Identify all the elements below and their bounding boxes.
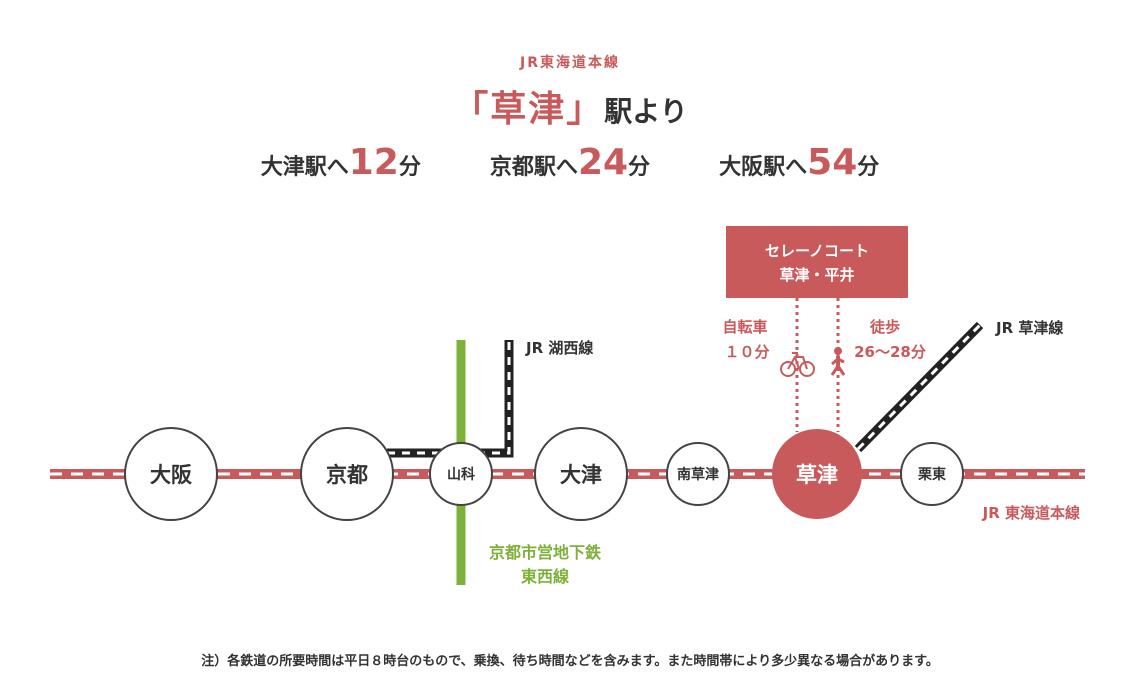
travel-time-label: 大津駅へ <box>260 155 349 180</box>
travel-time-unit: 分 <box>857 155 880 180</box>
travel-time-otsu: 大津駅へ12分 <box>261 142 421 183</box>
travel-times: 大津駅へ12分 京都駅へ24分 大阪駅へ54分 <box>0 142 1140 183</box>
travel-time-minutes: 54 <box>807 142 858 183</box>
subway-line-label-2: 東西線 <box>521 567 569 586</box>
bicycle-label: 自転車 <box>722 318 767 336</box>
station-kyoto-label: 京都 <box>326 463 368 487</box>
travel-time-label: 大阪駅へ <box>719 155 808 180</box>
kosei-line-label: JR 湖西線 <box>525 339 593 357</box>
travel-time-unit: 分 <box>398 155 421 180</box>
station-yamashina-label: 山科 <box>447 466 475 483</box>
walking-person-icon <box>830 347 846 376</box>
property-name: セレーノコート <box>765 242 869 260</box>
station-kyoto: 京都 <box>300 427 394 521</box>
station-otsu-label: 大津 <box>560 463 602 487</box>
station-kusatsu-label: 草津 <box>796 463 838 487</box>
property-box <box>726 226 908 298</box>
subway-line-label-1: 京都市営地下鉄 <box>489 543 601 562</box>
travel-time-minutes: 24 <box>577 142 629 183</box>
travel-time-minutes: 12 <box>348 142 399 183</box>
footnote: 注）各鉄道の所要時間は平日８時台のもので、乗換、待ち時間などを含みます。また時間… <box>201 654 939 669</box>
header-line-name: JR東海道本線 <box>520 55 620 71</box>
property-location: 草津・平井 <box>779 266 854 284</box>
travel-time-kyoto: 京都駅へ24分 <box>490 142 650 183</box>
travel-time-unit: 分 <box>628 155 651 180</box>
kosei-line <box>387 340 514 458</box>
travel-time-label: 京都駅へ <box>489 155 578 180</box>
bicycle-time: １０分 <box>724 343 769 361</box>
station-yamashina: 山科 <box>429 442 493 506</box>
station-osaka: 大阪 <box>124 427 218 521</box>
travel-time-osaka: 大阪駅へ54分 <box>719 142 879 183</box>
station-minami-kusatsu-label: 南草津 <box>677 466 719 483</box>
station-rittou: 栗東 <box>900 442 964 506</box>
title-station: 「草津」 <box>452 89 605 130</box>
station-minami-kusatsu: 南草津 <box>666 442 730 506</box>
station-osaka-label: 大阪 <box>150 463 193 487</box>
kusatsu-line-label: JR 草津線 <box>995 319 1063 337</box>
walk-time: 26〜28分 <box>854 343 926 361</box>
title-suffix: 駅より <box>604 95 688 128</box>
kusatsu-line <box>854 321 984 453</box>
bicycle-icon <box>780 352 815 377</box>
tokaido-line-label: JR 東海道本線 <box>982 504 1080 522</box>
page-title: 「草津」駅より <box>0 80 1140 132</box>
station-otsu: 大津 <box>534 427 628 521</box>
station-rittou-label: 栗東 <box>918 466 946 483</box>
station-kusatsu: 草津 <box>772 429 862 519</box>
walk-label: 徒歩 <box>869 318 900 336</box>
